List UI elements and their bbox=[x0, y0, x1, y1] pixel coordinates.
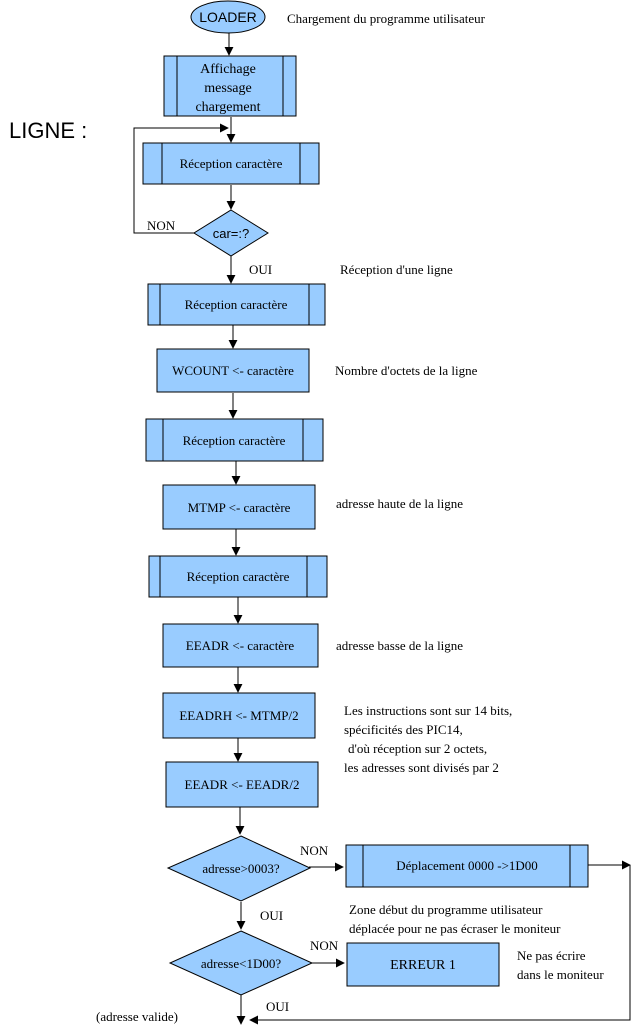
start-terminator: LOADER bbox=[190, 0, 266, 34]
label-non-car: NON bbox=[147, 218, 176, 233]
annotation-ne-pas-ecrire-2: dans le moniteur bbox=[517, 967, 604, 982]
eeadr-label: EEADR <- caractère bbox=[186, 638, 295, 653]
loop-non-car bbox=[133, 123, 229, 234]
label-oui-1d00: OUI bbox=[266, 999, 289, 1014]
reception-2-label: Réception caractère bbox=[185, 297, 288, 312]
reception-process-2: Réception caractère bbox=[147, 283, 326, 326]
reception-process-4: Réception caractère bbox=[148, 555, 328, 598]
eeadr-process: EEADR <- caractère bbox=[162, 623, 319, 668]
label-oui-0003: OUI bbox=[260, 908, 283, 923]
eeadr-shift-label: EEADR <- EEADR/2 bbox=[185, 777, 300, 792]
annotation-instructions-1: Les instructions sont sur 14 bits, bbox=[344, 703, 512, 718]
decision-1d00: adresse<1D00? bbox=[168, 930, 314, 996]
reception-process-3: Réception caractère bbox=[145, 418, 324, 462]
annotation-instructions-4: les adresses sont divisés par 2 bbox=[344, 760, 499, 775]
label-non-0003: NON bbox=[300, 843, 329, 858]
annotations: LIGNE : Chargement du programme utilisat… bbox=[9, 11, 604, 1024]
eeadrh-shift-label: EEADRH <- MTMP/2 bbox=[179, 708, 298, 723]
decision-car: car=:? bbox=[193, 209, 269, 257]
annotation-adresse-haute: adresse haute de la ligne bbox=[336, 496, 463, 511]
deplacement-label: Déplacement 0000 ->1D00 bbox=[396, 858, 538, 873]
mtmp-process: MTMP <- caractère bbox=[162, 484, 316, 530]
erreur-process: ERREUR 1 bbox=[346, 942, 500, 987]
annotation-chargement: Chargement du programme utilisateur bbox=[287, 11, 486, 26]
branch-labels: NON OUI NON OUI NON OUI bbox=[147, 218, 339, 1014]
annotation-zone-1: Zone début du programme utilisateur bbox=[349, 902, 543, 917]
reception-1-label: Réception caractère bbox=[180, 156, 283, 171]
label-non-1d00: NON bbox=[310, 938, 339, 953]
reception-3-label: Réception caractère bbox=[183, 433, 286, 448]
deplacement-process: Déplacement 0000 ->1D00 bbox=[345, 844, 589, 888]
wcount-label: WCOUNT <- caractère bbox=[172, 363, 294, 378]
eeadr-shift-process: EEADR <- EEADR/2 bbox=[165, 761, 319, 808]
ligne-heading: LIGNE : bbox=[9, 118, 87, 143]
label-oui-car: OUI bbox=[249, 262, 272, 277]
annotation-ne-pas-ecrire-1: Ne pas écrire bbox=[517, 948, 586, 963]
return-line-to-end bbox=[249, 865, 631, 1025]
start-label: LOADER bbox=[199, 9, 257, 25]
decision-car-label: car=:? bbox=[213, 226, 250, 241]
annotation-instructions-3: d'où réception sur 2 octets, bbox=[348, 741, 487, 756]
annotation-reception-ligne: Réception d'une ligne bbox=[340, 262, 453, 277]
reception-4-label: Réception caractère bbox=[187, 569, 290, 584]
affichage-process: Affichage message chargement bbox=[163, 55, 297, 117]
wcount-process: WCOUNT <- caractère bbox=[156, 348, 310, 393]
affichage-line-3: chargement bbox=[195, 100, 260, 115]
eeadrh-shift-process: EEADRH <- MTMP/2 bbox=[162, 692, 316, 739]
annotation-adresse-valide: (adresse valide) bbox=[96, 1009, 178, 1024]
annotation-instructions-2: spécificités des PIC14, bbox=[344, 722, 463, 737]
annotation-nombre-octets: Nombre d'octets de la ligne bbox=[335, 363, 478, 378]
affichage-line-1: Affichage bbox=[200, 62, 256, 77]
erreur-label: ERREUR 1 bbox=[390, 958, 456, 973]
mtmp-label: MTMP <- caractère bbox=[188, 500, 291, 515]
decision-0003-label: adresse>0003? bbox=[202, 861, 280, 876]
decision-1d00-label: adresse<1D00? bbox=[201, 956, 281, 971]
reception-process-1: Réception caractère bbox=[142, 142, 320, 185]
annotation-adresse-basse: adresse basse de la ligne bbox=[336, 638, 463, 653]
decision-0003: adresse>0003? bbox=[166, 835, 312, 902]
annotation-zone-2: déplacée pour ne pas écraser le moniteur bbox=[349, 921, 561, 936]
affichage-line-2: message bbox=[204, 81, 251, 96]
connectors bbox=[133, 33, 631, 1025]
